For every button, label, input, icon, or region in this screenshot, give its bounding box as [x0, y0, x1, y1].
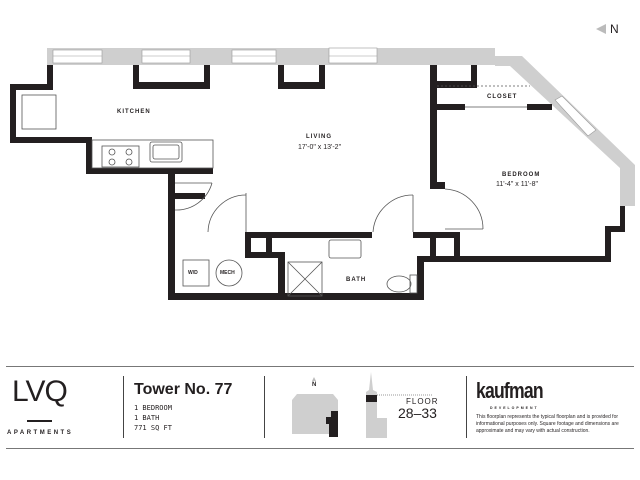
divider-2	[264, 376, 265, 438]
north-arrow-icon	[596, 24, 606, 34]
door-laundry[interactable]	[207, 193, 247, 233]
toilet-icon	[386, 274, 418, 294]
living-dimensions: 17'-0" x 13'-2"	[298, 144, 342, 151]
unit-baths: 1 BATH	[134, 414, 160, 422]
brand-logo: LVQ	[12, 375, 68, 408]
bedroom-label: BEDROOM	[502, 172, 541, 178]
north-label: N	[610, 22, 619, 36]
living-label: LIVING	[306, 134, 333, 140]
developer-subtitle: DEVELOPMENT	[490, 406, 539, 410]
door-bath[interactable]	[372, 194, 414, 233]
kitchen-sink-icon	[149, 141, 183, 163]
bedroom-dimensions: 11'-4" x 11'-8"	[496, 181, 539, 188]
brand-underline	[27, 420, 52, 422]
unit-name: Tower No. 77	[134, 381, 233, 398]
stove-icon	[101, 145, 140, 168]
brand-subtitle: APARTMENTS	[7, 430, 74, 436]
unit-area: 771 SQ FT	[134, 424, 172, 432]
closet-label: CLOSET	[487, 94, 518, 100]
divider-top	[6, 366, 634, 367]
mech-label: MECH	[220, 270, 235, 276]
divider-bottom	[6, 448, 634, 449]
kitchen-counter	[91, 139, 214, 169]
shower-icon	[287, 261, 323, 297]
developer-logo: kaufman	[476, 378, 544, 403]
bath-sink-icon	[328, 239, 362, 259]
keyplan-north-label: N	[312, 382, 317, 388]
windows	[52, 47, 597, 137]
fridge	[21, 94, 57, 130]
divider-1	[123, 376, 124, 438]
mech-unit	[215, 259, 243, 287]
divider-3	[466, 376, 467, 438]
kitchen-label: KITCHEN	[117, 109, 151, 115]
walls	[10, 65, 625, 300]
washer-dryer	[182, 259, 210, 287]
floor-range: 28–33	[398, 405, 437, 421]
disclaimer: This floorplan represents the typical fl…	[476, 414, 619, 434]
bath-label: BATH	[346, 277, 367, 283]
unit-bedrooms: 1 BEDROOM	[134, 404, 172, 412]
floor-label: FLOOR	[406, 397, 439, 406]
door-bedroom[interactable]	[444, 188, 484, 230]
keyplan	[292, 372, 432, 438]
door-entry[interactable]	[174, 182, 213, 211]
wd-label: W/D	[188, 270, 198, 276]
